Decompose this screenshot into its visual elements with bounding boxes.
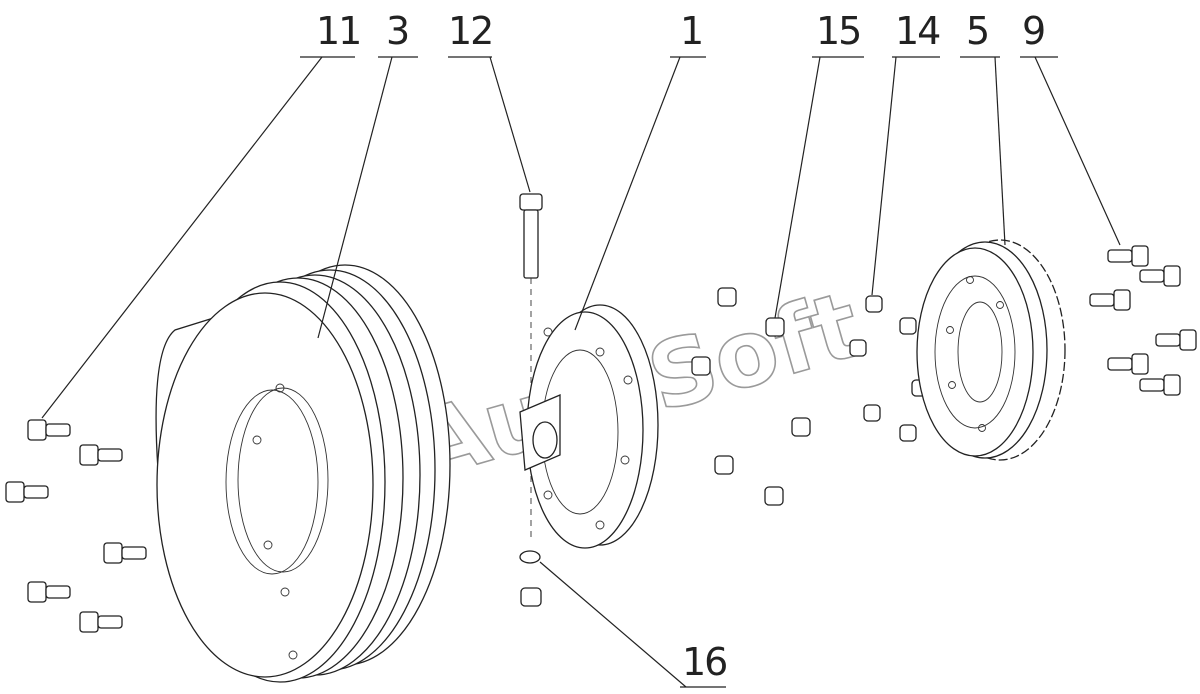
callout-14: 14 [895,9,940,53]
nut-washer-16 [519,550,542,607]
bolt-group-11 [5,419,147,633]
flange-hub-part [519,304,659,549]
leader-lines [41,56,1121,688]
callout-12: 12 [448,9,492,53]
pulley-part [155,264,451,683]
gear-part [916,239,1066,461]
nut-group-15 [691,287,811,506]
bolt-12 [519,193,543,540]
callout-9: 9 [1022,9,1044,53]
bolt-group-9 [1089,245,1197,396]
callout-5: 5 [966,9,988,53]
callout-3: 3 [386,9,408,53]
callout-1: 1 [680,9,702,53]
callout-11: 11 [316,9,360,53]
callout-16: 16 [682,640,726,684]
callout-15: 15 [816,9,860,53]
